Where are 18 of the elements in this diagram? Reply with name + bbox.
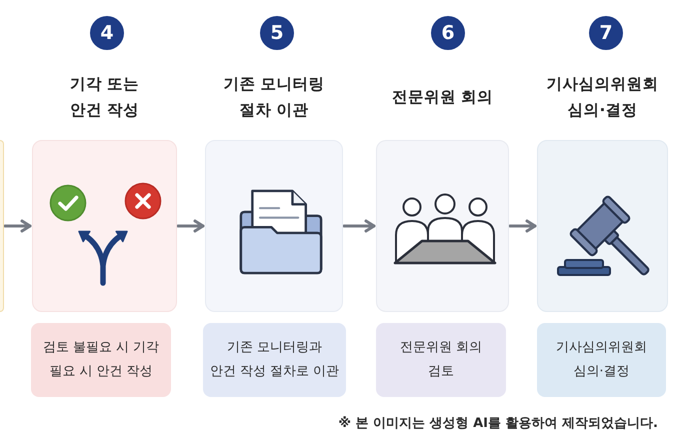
arrow <box>4 220 32 232</box>
step-title: 기각 또는 안건 작성 <box>70 74 140 121</box>
step-number-circle: 4 <box>90 16 124 50</box>
description-box: 전문위원 회의 검토 <box>376 323 506 397</box>
arrow <box>176 220 204 232</box>
arrow <box>508 220 536 232</box>
description-box: 검토 불필요 시 기각 필요 시 안건 작성 <box>31 323 171 397</box>
step-title: 기존 모니터링 절차 이관 <box>223 74 325 121</box>
description-box: 기존 모니터링과 안건 작성 절차로 이관 <box>203 323 346 397</box>
step-number-circle: 7 <box>589 16 623 50</box>
step-number-circle: 6 <box>431 16 465 50</box>
step-title: 전문위원 회의 <box>392 87 494 108</box>
partial-card <box>0 140 4 312</box>
footnote: ※ 본 이미지는 생성형 AI를 활용하여 제작되었습니다. <box>338 415 658 432</box>
arrow <box>342 220 376 232</box>
description-box: 기사심의위원회 심의·결정 <box>537 323 666 397</box>
step-number-circle: 5 <box>260 16 294 50</box>
step-title: 기사심의위원회 심의·결정 <box>546 74 658 121</box>
